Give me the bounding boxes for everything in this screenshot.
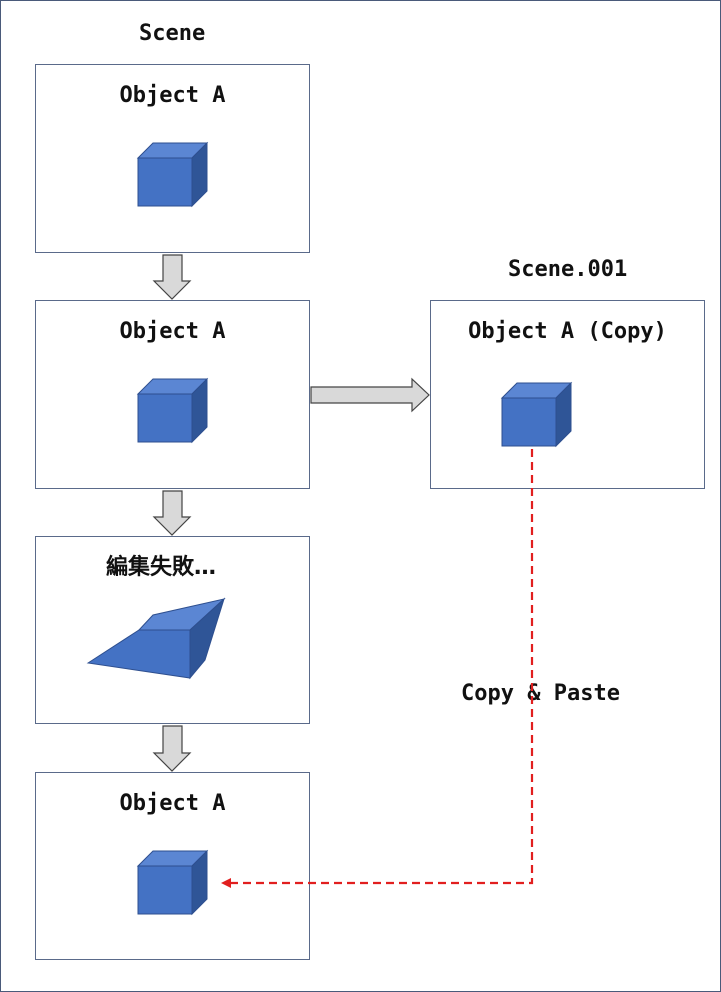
cube-icon bbox=[136, 377, 209, 444]
cube-icon bbox=[500, 381, 573, 448]
down-arrow-2 bbox=[152, 490, 192, 536]
object-label-4: Object A bbox=[119, 791, 226, 816]
right-arrow-to-copy bbox=[310, 377, 430, 413]
scene-title: Scene bbox=[139, 21, 206, 46]
copy-paste-label: Copy & Paste bbox=[461, 681, 620, 706]
down-arrow-1 bbox=[152, 254, 192, 300]
cube-icon bbox=[136, 141, 209, 208]
object-copy-label: Object A (Copy) bbox=[468, 319, 667, 344]
object-label-1: Object A bbox=[119, 83, 226, 108]
object-label-2: Object A bbox=[119, 319, 226, 344]
down-arrow-3 bbox=[152, 725, 192, 772]
copy-paste-dashed-arrow bbox=[221, 449, 534, 888]
broken-cube-icon bbox=[86, 597, 226, 680]
cube-icon bbox=[136, 849, 209, 916]
edit-failed-label: 編集失敗… bbox=[106, 555, 217, 580]
scene-copy-title: Scene.001 bbox=[508, 257, 628, 282]
